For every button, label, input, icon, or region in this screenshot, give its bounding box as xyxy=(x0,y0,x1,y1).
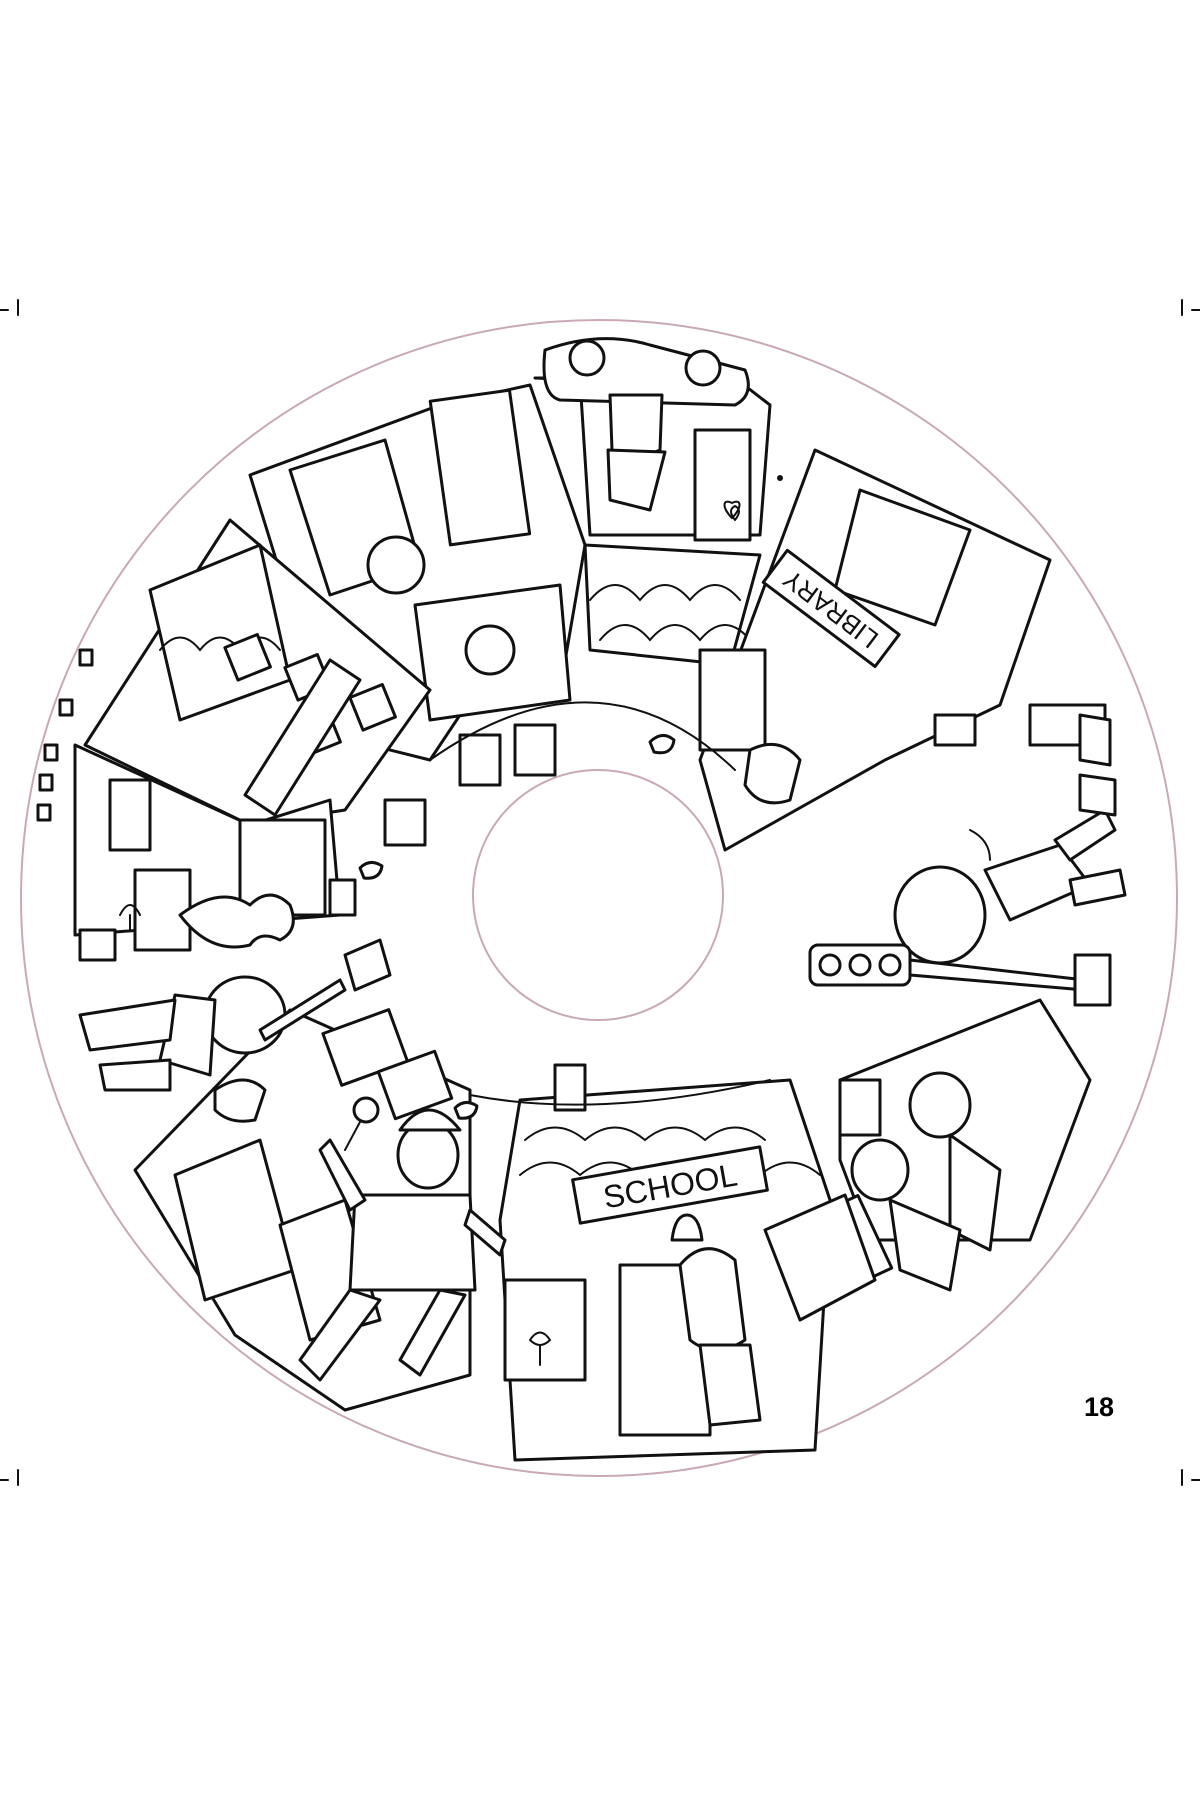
page-number: 18 xyxy=(1083,1392,1114,1422)
road-arc-top xyxy=(429,701,736,771)
building-lower-left xyxy=(133,1008,507,1412)
crop-marks xyxy=(0,299,1200,1486)
building-school: SCHOOL xyxy=(498,1063,877,1462)
child-left xyxy=(78,975,287,1123)
magnifying-glass-icon xyxy=(344,1096,380,1151)
outer-guide-circle xyxy=(20,319,1178,1477)
street-lamp-icon xyxy=(258,938,392,1042)
flower-icon xyxy=(529,1331,552,1366)
bell-icon xyxy=(670,1213,704,1242)
curb-lines-right xyxy=(1078,713,1117,817)
building-top-bus xyxy=(533,337,783,667)
traffic-light-icon xyxy=(808,943,1112,1007)
building-left-flowerpot xyxy=(73,743,357,962)
road-arc-bottom xyxy=(469,1079,771,1106)
tulip-icon xyxy=(119,904,141,931)
inner-guide-circle xyxy=(472,769,724,1021)
dinosaur-figure xyxy=(178,893,295,949)
sidewalk-stones xyxy=(36,648,94,822)
heart-icon xyxy=(723,500,741,520)
bird-icon xyxy=(358,734,676,1120)
child-running-right xyxy=(893,808,1127,965)
building-left-tall xyxy=(83,518,432,847)
